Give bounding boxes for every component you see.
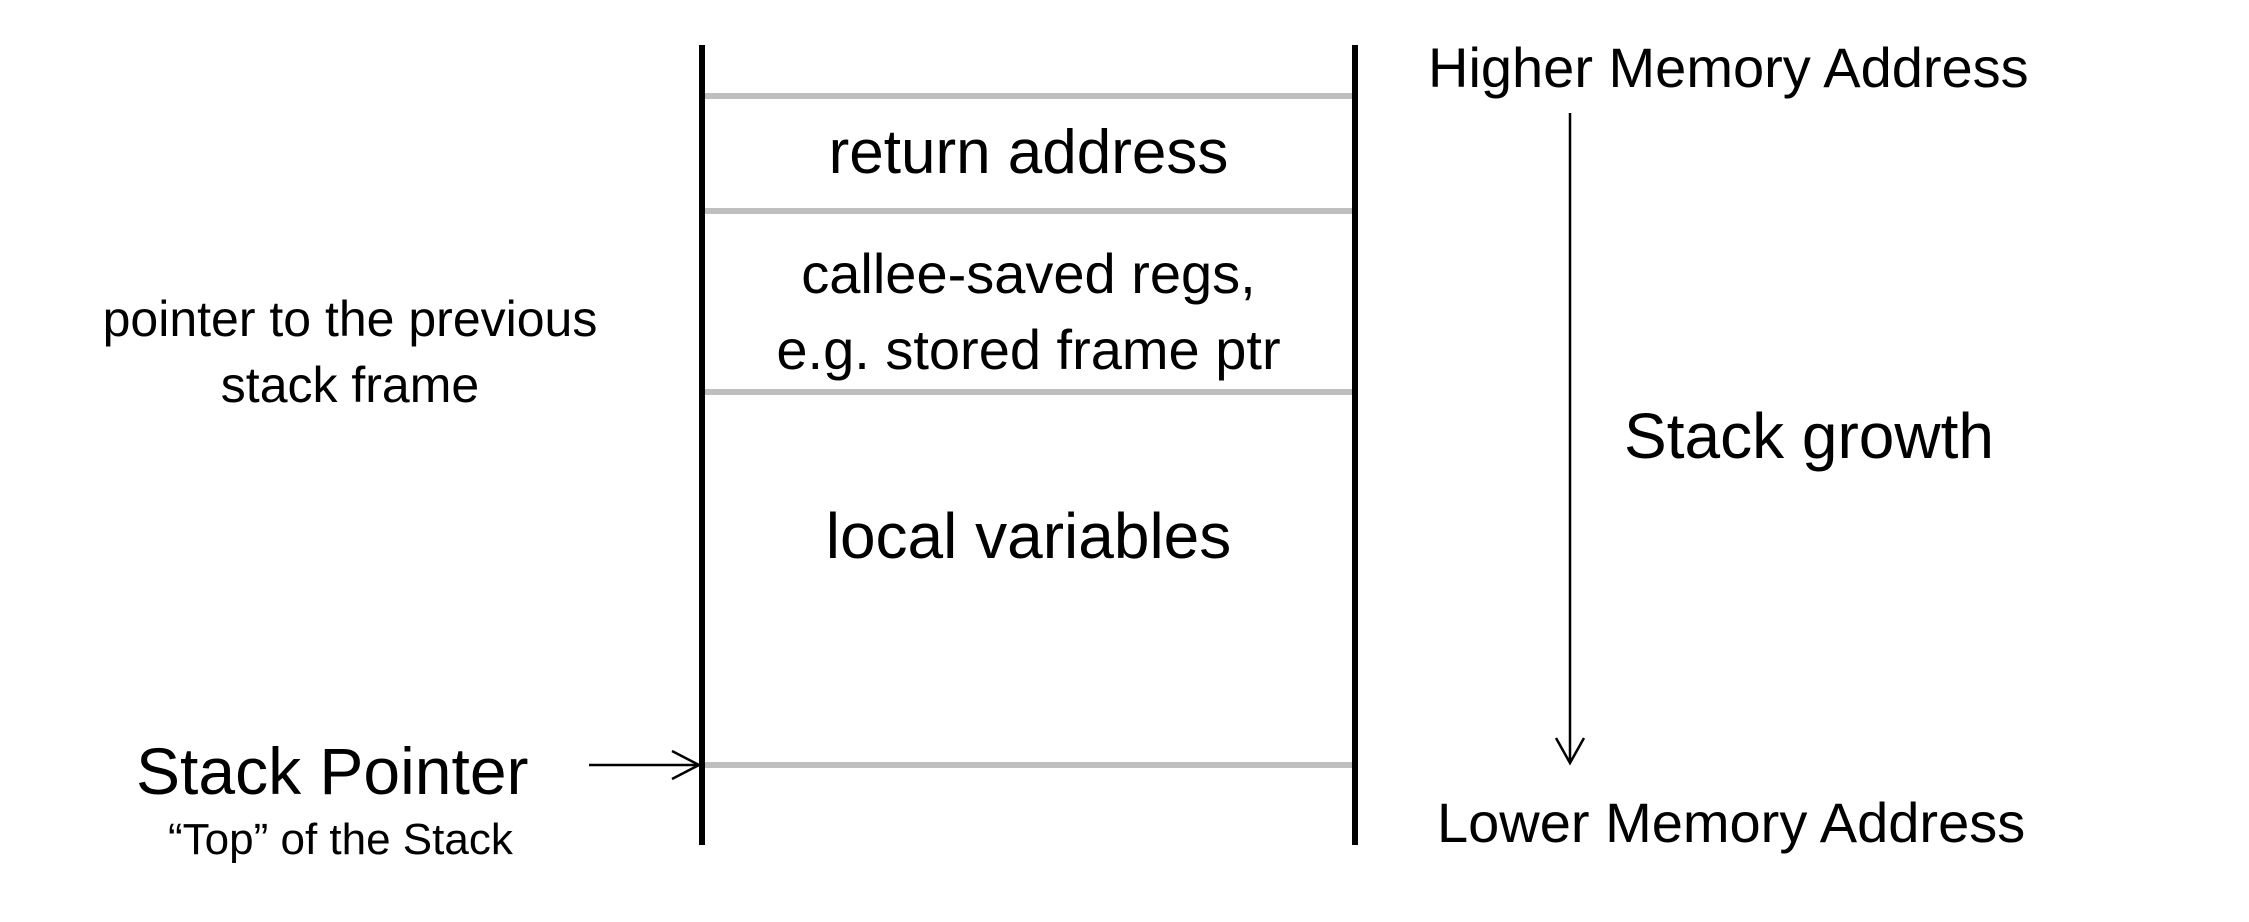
previous-frame-line1: pointer to the previous bbox=[102, 291, 598, 347]
stack-pointer-arrow bbox=[589, 749, 702, 781]
stack-growth-arrow bbox=[1554, 113, 1586, 766]
stack-growth-label: Stack growth bbox=[1624, 400, 1994, 472]
top-of-stack-label: “Top” of the Stack bbox=[168, 815, 513, 864]
higher-memory-address-label: Higher Memory Address bbox=[1428, 36, 2029, 99]
local-variables-label: local variables bbox=[825, 500, 1232, 572]
callee-saved-line1: callee-saved regs, bbox=[801, 242, 1256, 305]
previous-frame-pointer-label: pointer to the previous stack frame bbox=[40, 286, 660, 418]
lower-memory-address-label: Lower Memory Address bbox=[1437, 791, 2026, 854]
previous-frame-line2: stack frame bbox=[220, 357, 480, 413]
stack-pointer-label: Stack Pointer bbox=[136, 734, 529, 808]
callee-saved-label: callee-saved regs, e.g. stored frame ptr bbox=[705, 236, 1352, 388]
callee-saved-line2: e.g. stored frame ptr bbox=[776, 318, 1281, 381]
return-address-label: return address bbox=[828, 118, 1229, 187]
